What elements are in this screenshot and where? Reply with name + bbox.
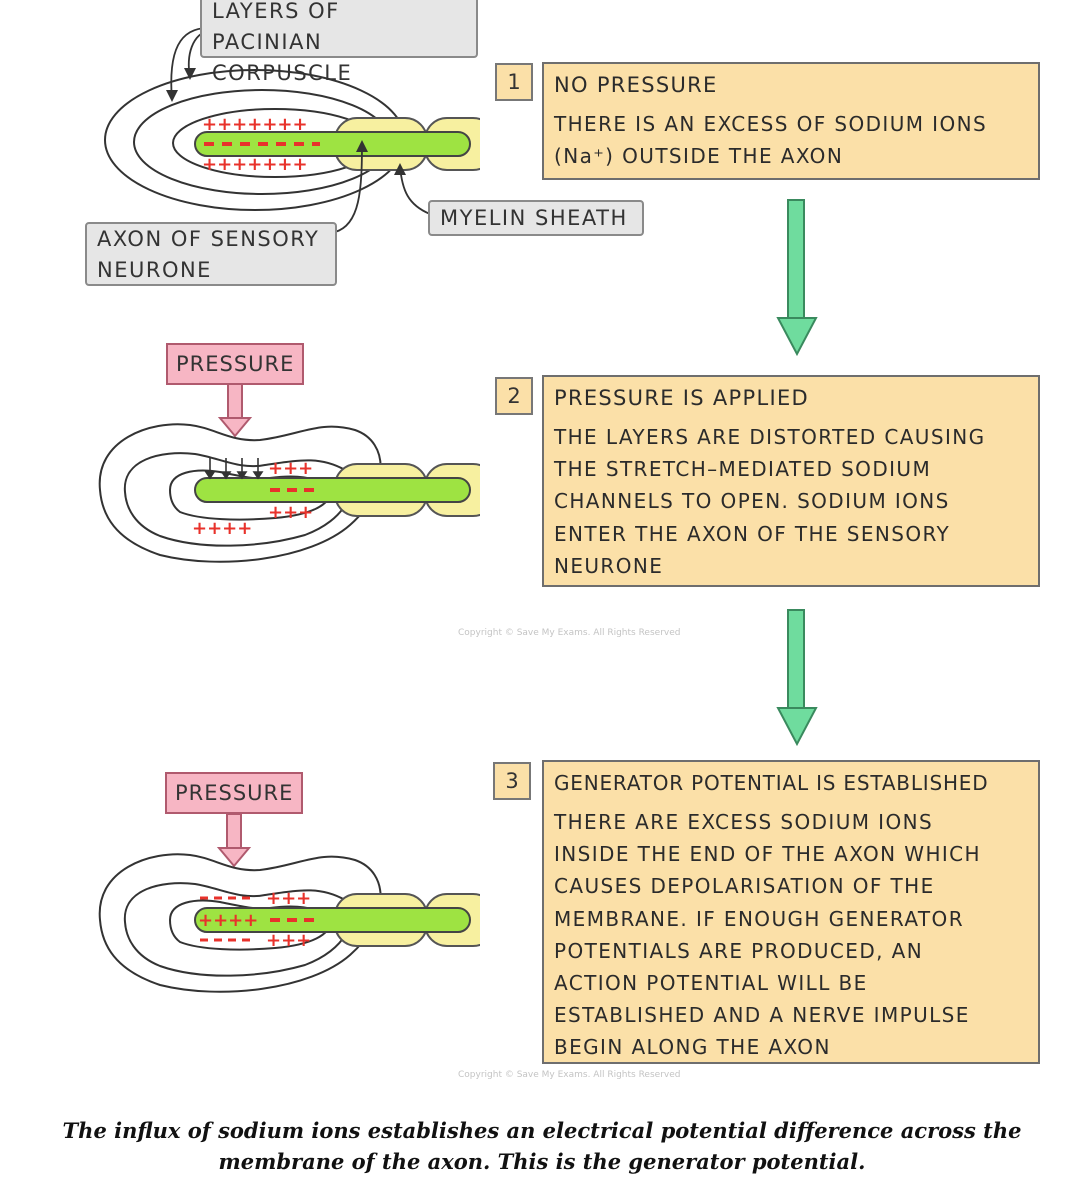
svg-text:+++: +++	[266, 888, 311, 909]
svg-text:++++: ++++	[192, 518, 252, 539]
axon-label: AXON OF SENSORY NEURONE	[85, 222, 337, 286]
step-2-number: 2	[495, 377, 533, 415]
pressure-label-3: PRESSURE	[165, 772, 303, 814]
step-2-title: PRESSURE IS APPLIED	[554, 386, 810, 410]
svg-text:+++++++: +++++++	[202, 114, 308, 135]
pressure-label-2: PRESSURE	[166, 343, 304, 385]
pressure-arrow-2	[217, 383, 253, 438]
figure-caption: The influx of sodium ions establishes an…	[62, 1118, 1022, 1174]
step-1-number: 1	[495, 63, 533, 101]
svg-text:++++: ++++	[198, 910, 258, 931]
step-1-box: NO PRESSURE THERE IS AN EXCESS OF SODIUM…	[542, 62, 1040, 180]
step-2-box: PRESSURE IS APPLIED THE LAYERS ARE DISTO…	[542, 375, 1040, 587]
pressure-arrow-3	[216, 813, 252, 868]
step-3-title: GENERATOR POTENTIAL IS ESTABLISHED	[554, 771, 989, 795]
corpuscle-diagram-3: +++ +++ ++++	[98, 813, 480, 993]
svg-text:+++++++: +++++++	[202, 154, 308, 175]
step-2-body: THE LAYERS ARE DISTORTED CAUSING THE STR…	[554, 425, 986, 578]
svg-text:+++: +++	[268, 502, 313, 523]
flow-arrow-1	[776, 199, 818, 357]
copyright-1: Copyright © Save My Exams. All Rights Re…	[458, 628, 681, 638]
flow-arrow-2	[776, 609, 818, 747]
step-1-title: NO PRESSURE	[554, 73, 718, 97]
step-3-number: 3	[493, 762, 531, 800]
svg-text:+++: +++	[268, 458, 313, 479]
copyright-2: Copyright © Save My Exams. All Rights Re…	[458, 1070, 681, 1080]
step-1-body: THERE IS AN EXCESS OF SODIUM IONS (Na⁺) …	[554, 112, 988, 169]
layers-label: LAYERS OF PACINIAN CORPUSCLE	[200, 0, 478, 85]
corpuscle-diagram-1: +++++++ +++++++	[104, 27, 480, 233]
step-3-body: THERE ARE EXCESS SODIUM IONS INSIDE THE …	[554, 810, 981, 1060]
myelin-sheath-label: MYELIN SHEATH	[428, 200, 644, 236]
corpuscle-diagram-2: +++ +++ ++++	[98, 383, 480, 563]
step-3-box: GENERATOR POTENTIAL IS ESTABLISHED THERE…	[542, 760, 1040, 1064]
svg-text:+++: +++	[266, 930, 311, 951]
